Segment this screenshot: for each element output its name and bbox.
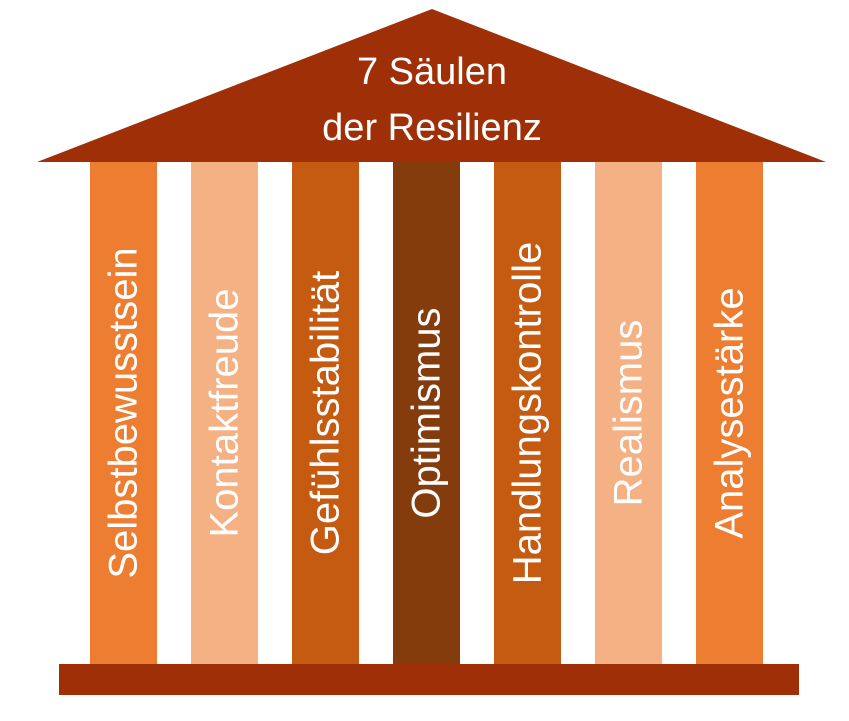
pillar-label-7: Analysestärke: [708, 287, 752, 538]
pillar-label-1: Selbstbewusstsein: [102, 247, 146, 578]
pillar-7: [696, 162, 763, 664]
roof-title-line-1: 7 Säulen: [357, 51, 507, 93]
pillar-1: [90, 162, 157, 664]
pillars-group: Selbstbewusstsein Kontaktfreude Gefühlssta…: [90, 162, 763, 664]
roof-title-line-2: der Resilienz: [322, 107, 542, 149]
pillar-label-6: Realismus: [607, 320, 651, 507]
pillar-6: [595, 162, 662, 664]
pillar-label-5: Handlungskontrolle: [506, 242, 550, 584]
pillar-5: [494, 162, 561, 664]
pillar-label-4: Optimismus: [405, 307, 449, 518]
pillar-label-2: Kontaktfreude: [203, 288, 247, 537]
pillar-label-3: Gefühlsstabilität: [304, 271, 348, 556]
pillar-3: [292, 162, 359, 664]
temple-base: [59, 664, 799, 695]
pillar-4: [393, 162, 460, 664]
temple-roof: [37, 9, 826, 162]
pillar-2: [191, 162, 258, 664]
